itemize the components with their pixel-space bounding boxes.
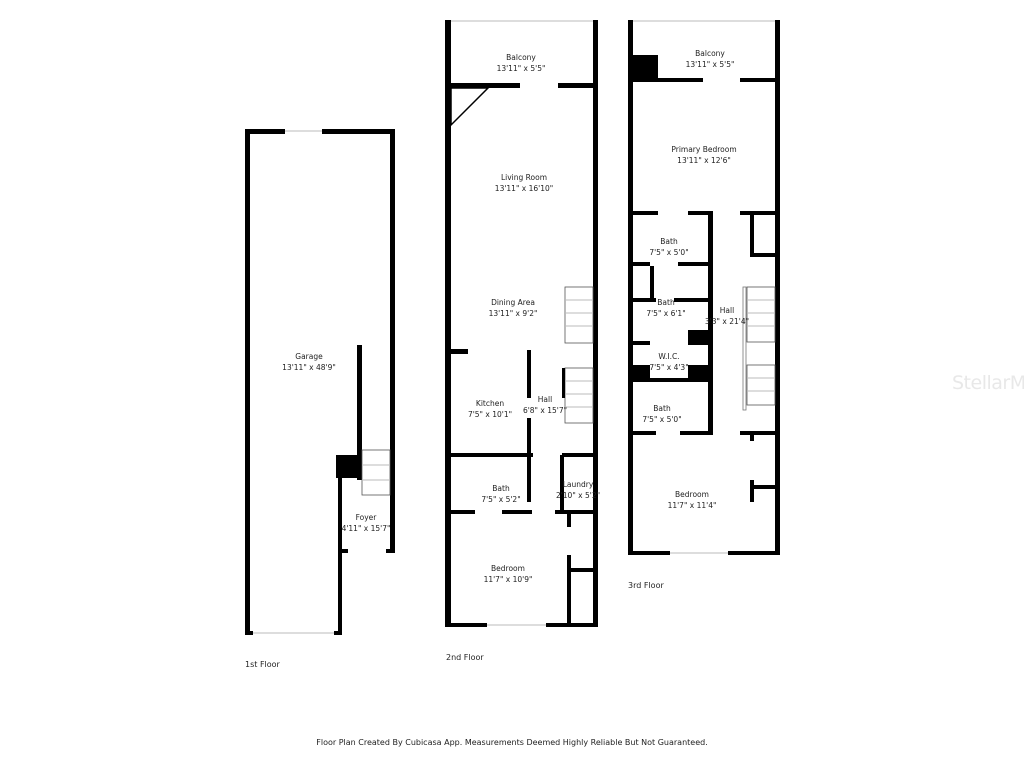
- floor-label-1: 1st Floor: [245, 660, 280, 669]
- footer-disclaimer: Floor Plan Created By Cubicasa App. Meas…: [316, 738, 708, 747]
- floor-label-2: 2nd Floor: [446, 653, 484, 662]
- watermark: StellarMLS: [952, 372, 1024, 394]
- floor-label-3: 3rd Floor: [628, 581, 664, 590]
- second-floor-walls: [445, 20, 598, 627]
- first-floor-walls: [245, 129, 395, 635]
- third-floor-walls: [628, 20, 780, 555]
- room-wic: W.I.C.7'5" x 4'3": [649, 352, 689, 372]
